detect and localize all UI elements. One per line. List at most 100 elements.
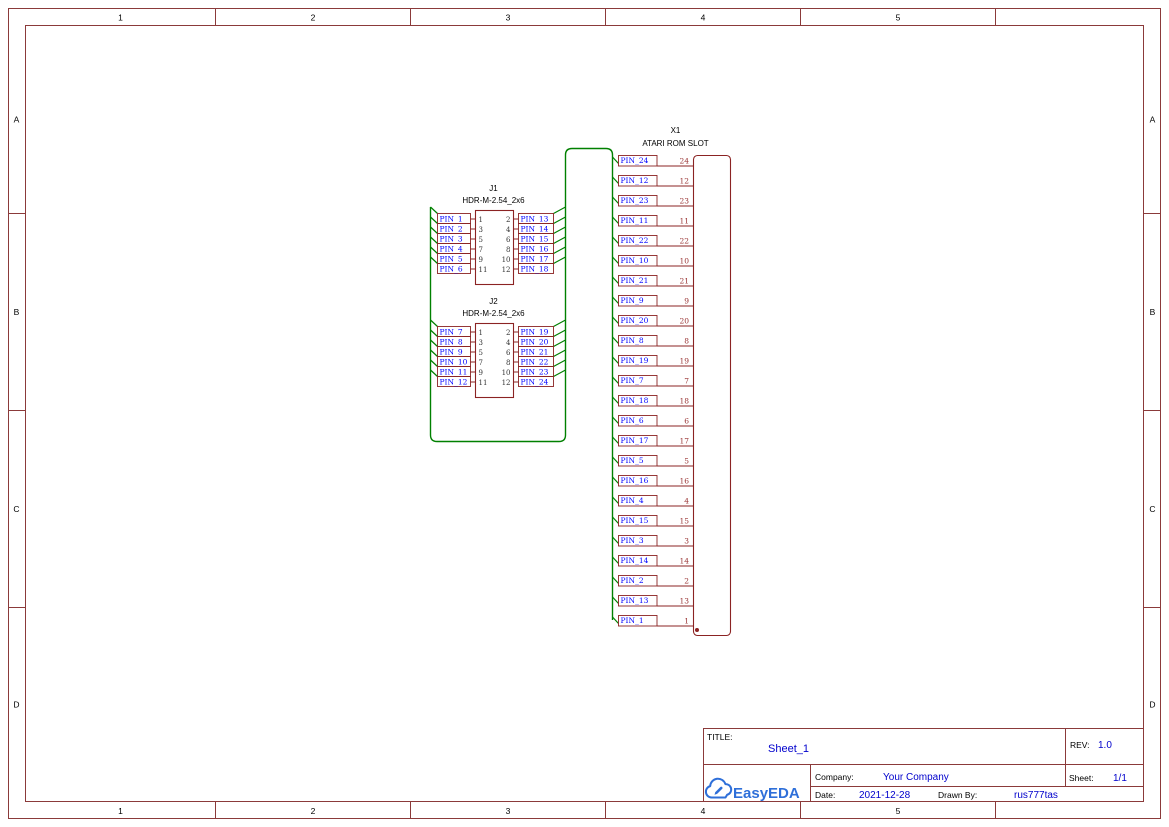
- net-label[interactable]: PIN_19: [521, 328, 549, 337]
- pin-number: 1: [479, 329, 483, 337]
- date-value[interactable]: 2021-12-28: [859, 790, 911, 801]
- net-label[interactable]: PIN_8: [440, 338, 463, 347]
- frame-zone-labels: 1 2 3 4 5 1 2 3 4 5 A B C D A B C D: [13, 13, 1155, 817]
- net-label[interactable]: PIN_18: [621, 396, 649, 405]
- easyeda-logo-text: EasyEDA: [733, 785, 800, 802]
- frame-inner-border: [25, 25, 1144, 802]
- net-label[interactable]: PIN_20: [621, 316, 649, 325]
- net-label[interactable]: PIN_14: [621, 556, 649, 565]
- component-body[interactable]: [474, 209, 515, 286]
- component-body[interactable]: [692, 154, 732, 637]
- date-label: Date:: [815, 790, 835, 800]
- pin-number: 16: [679, 477, 689, 486]
- net-label[interactable]: PIN_20: [521, 338, 549, 347]
- sheet-frame: 1 2 3 4 5 1 2 3 4 5 A B C D A B C D: [8, 8, 1161, 819]
- net-label[interactable]: PIN_1: [621, 616, 644, 625]
- sheet-value[interactable]: 1/1: [1113, 773, 1127, 784]
- drawn-by-value[interactable]: rus777tas: [1014, 790, 1058, 801]
- net-label[interactable]: PIN_21: [521, 348, 549, 357]
- net-label[interactable]: PIN_7: [440, 328, 463, 337]
- net-label[interactable]: PIN_13: [621, 596, 649, 605]
- sheet-title[interactable]: Sheet_1: [768, 743, 809, 755]
- drawn-by-label: Drawn By:: [938, 790, 977, 800]
- net-label-box: [618, 175, 658, 187]
- net-label[interactable]: PIN_8: [621, 336, 644, 345]
- net-label[interactable]: PIN_9: [621, 296, 644, 305]
- net-label[interactable]: PIN_3: [621, 536, 644, 545]
- component-body[interactable]: [474, 322, 515, 399]
- component-designator[interactable]: J2: [489, 297, 498, 306]
- net-label[interactable]: PIN_15: [521, 235, 549, 244]
- net-label[interactable]: PIN_13: [521, 215, 549, 224]
- bus-entry-wire: [612, 196, 619, 204]
- component-value[interactable]: HDR-M-2.54_2x6: [462, 196, 525, 205]
- net-label[interactable]: PIN_12: [621, 176, 649, 185]
- net-label[interactable]: PIN_11: [440, 368, 468, 377]
- net-label[interactable]: PIN_12: [440, 378, 468, 387]
- net-label[interactable]: PIN_4: [440, 245, 463, 254]
- net-label[interactable]: PIN_5: [440, 255, 463, 264]
- net-label[interactable]: PIN_3: [440, 235, 463, 244]
- rev-value[interactable]: 1.0: [1098, 740, 1112, 751]
- net-label[interactable]: PIN_6: [440, 265, 463, 274]
- net-label[interactable]: PIN_22: [521, 358, 549, 367]
- net-label[interactable]: PIN_2: [621, 576, 644, 585]
- pin-number: 8: [684, 337, 689, 346]
- net-label[interactable]: PIN_24: [521, 378, 549, 387]
- pin-number: 6: [506, 349, 511, 357]
- component-designator[interactable]: X1: [671, 126, 681, 135]
- frame-col-label: 1: [118, 13, 123, 23]
- net-label[interactable]: PIN_11: [621, 216, 649, 225]
- bus-entry-wire: [612, 436, 619, 444]
- net-label[interactable]: PIN_21: [621, 276, 649, 285]
- net-label[interactable]: PIN_10: [621, 256, 649, 265]
- net-label-box: [518, 376, 554, 387]
- net-label[interactable]: PIN_16: [621, 476, 649, 485]
- component-value[interactable]: ATARI ROM SLOT: [642, 139, 708, 148]
- net-label-box: [618, 455, 658, 467]
- frame-col-label: 2: [311, 13, 316, 23]
- sheet-label: Sheet:: [1069, 773, 1094, 783]
- frame-row-label: B: [1150, 307, 1156, 317]
- net-label-box: [618, 595, 658, 607]
- bus-entry-wire: [612, 336, 619, 344]
- net-label[interactable]: PIN_17: [521, 255, 549, 264]
- bus-entry-wire: [430, 226, 438, 234]
- net-label[interactable]: PIN_23: [521, 368, 549, 377]
- pin-number: 2: [506, 216, 510, 224]
- net-label[interactable]: PIN_14: [521, 225, 549, 234]
- net-label[interactable]: PIN_24: [621, 156, 649, 165]
- frame-outer-border: [8, 8, 1161, 819]
- net-label[interactable]: PIN_9: [440, 348, 463, 357]
- bus-entry-wire: [612, 496, 619, 504]
- net-label[interactable]: PIN_16: [521, 245, 549, 254]
- net-label[interactable]: PIN_7: [621, 376, 644, 385]
- bus-wire[interactable]: [429, 147, 614, 621]
- pin-number: 12: [679, 177, 689, 186]
- net-label[interactable]: PIN_2: [440, 225, 463, 234]
- net-label[interactable]: PIN_6: [621, 416, 644, 425]
- net-label[interactable]: PIN_18: [521, 265, 549, 274]
- component-value[interactable]: HDR-M-2.54_2x6: [462, 309, 525, 318]
- net-label[interactable]: PIN_1: [440, 215, 463, 224]
- component-designator[interactable]: J1: [489, 184, 498, 193]
- company-value[interactable]: Your Company: [883, 772, 949, 783]
- net-label[interactable]: PIN_5: [621, 456, 644, 465]
- net-label[interactable]: PIN_17: [621, 436, 649, 445]
- net-label[interactable]: PIN_10: [440, 358, 468, 367]
- net-label[interactable]: PIN_23: [621, 196, 649, 205]
- net-label[interactable]: PIN_22: [621, 236, 649, 245]
- net-label[interactable]: PIN_15: [621, 516, 649, 525]
- net-label-box: [618, 415, 658, 427]
- net-label[interactable]: PIN_4: [621, 496, 644, 505]
- bus-entry-wire: [612, 596, 619, 604]
- net-label[interactable]: PIN_19: [621, 356, 649, 365]
